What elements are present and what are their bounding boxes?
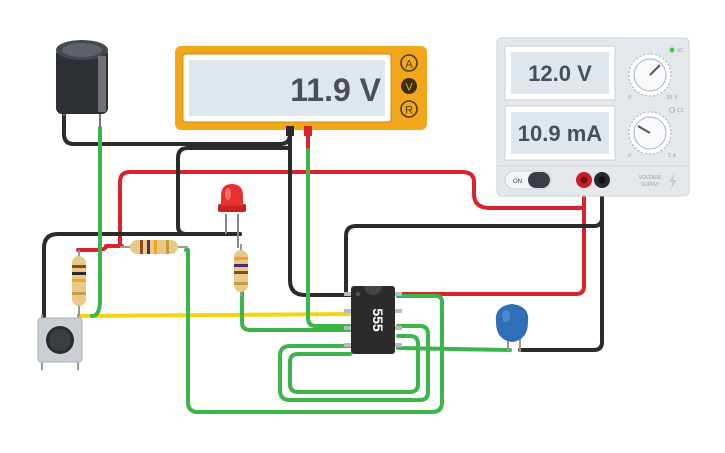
- cc-indicator-label: CC: [677, 108, 684, 114]
- current-knob-min: 0: [628, 153, 631, 159]
- wire-red-left[interactable]: [76, 244, 124, 252]
- mode-selector-a[interactable]: A: [400, 54, 418, 72]
- multimeter[interactable]: 11.9 V A V R: [175, 46, 427, 136]
- ic-label: 555: [370, 308, 386, 332]
- multimeter-probe-red[interactable]: [304, 126, 312, 136]
- ceramic-capacitor-icon[interactable]: [495, 304, 529, 352]
- wire-green-inner-loop2[interactable]: [288, 334, 420, 394]
- wire-yellow-button-to-ic[interactable]: [78, 312, 352, 318]
- vc-indicator-light: [669, 47, 675, 53]
- mode-selector-v[interactable]: V: [401, 78, 417, 94]
- resistor-led[interactable]: [234, 244, 248, 296]
- current-knob-max: 5 A: [668, 153, 677, 159]
- terminal-positive[interactable]: [576, 172, 592, 188]
- pushbutton-icon[interactable]: [37, 314, 83, 370]
- vc-indicator-label: VC: [677, 48, 684, 54]
- power-switch-label: ON: [513, 179, 522, 185]
- wire-black-supply-to-cap[interactable]: [518, 180, 604, 352]
- mode-a-label: A: [405, 59, 413, 71]
- supply-current-display: 10.9 mA: [518, 121, 602, 146]
- multimeter-probe-black[interactable]: [286, 126, 294, 136]
- mode-r-label: R: [405, 105, 413, 117]
- resistor-horizontal[interactable]: [120, 240, 188, 254]
- wire-green-cap-long[interactable]: [90, 126, 102, 318]
- wire-green-bottom-loop[interactable]: [184, 248, 444, 414]
- wire-green-led-resistor[interactable]: [240, 290, 352, 332]
- mode-v-label: V: [405, 82, 413, 94]
- wire-green-inner-loop1[interactable]: [278, 324, 430, 402]
- cc-indicator-light: [669, 107, 675, 113]
- terminal-negative[interactable]: [594, 172, 610, 188]
- wire-black-meter-down[interactable]: [288, 130, 352, 297]
- voltage-knob-min: 0: [628, 95, 631, 101]
- power-supply[interactable]: 12.0 V 10.9 mA VC CC 0 30 V 0 5 A ON: [496, 37, 690, 197]
- ic-555[interactable]: 555: [344, 286, 402, 354]
- wire-black-left-loop[interactable]: [42, 232, 242, 318]
- voltage-knob-max: 30 V: [666, 95, 678, 101]
- current-knob[interactable]: [628, 111, 672, 155]
- wire-green-to-ceramic-cap[interactable]: [396, 346, 512, 352]
- voltage-knob[interactable]: [628, 53, 672, 97]
- lightning-icon: [669, 173, 677, 190]
- supply-voltage-display: 12.0 V: [528, 61, 592, 86]
- wires: [42, 110, 604, 414]
- power-switch[interactable]: ON: [504, 170, 552, 190]
- multimeter-reading: 11.9 V: [290, 72, 381, 108]
- wire-green-meter-red[interactable]: [306, 148, 352, 328]
- resistor-left[interactable]: [72, 250, 86, 316]
- electrolytic-capacitor-icon[interactable]: [56, 40, 108, 128]
- red-led-icon[interactable]: [218, 184, 246, 248]
- wire-red-supply-to-ic[interactable]: [396, 180, 586, 296]
- brand-label-line2: SUPPLY: [641, 182, 660, 188]
- mode-selector-r[interactable]: R: [400, 100, 418, 118]
- brand-label-line1: VOLTAGE: [639, 175, 661, 181]
